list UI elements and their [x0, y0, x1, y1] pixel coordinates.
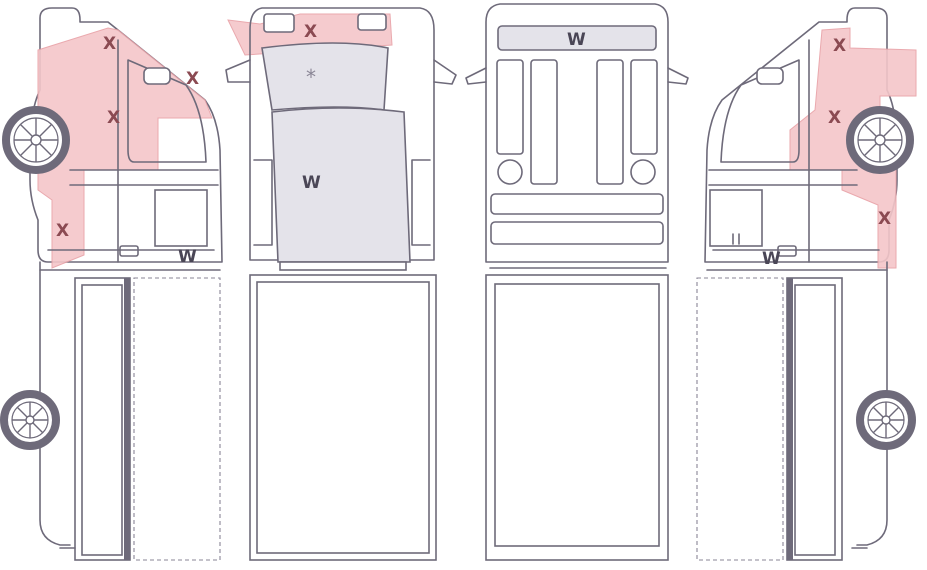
right-x-mark-door: X	[828, 108, 841, 128]
front-bumper-lower	[490, 221, 664, 245]
top-star-mark: *	[306, 65, 316, 89]
right-w-mark: W	[762, 249, 781, 269]
left-x-mark-door: X	[107, 108, 120, 128]
left-door-window	[127, 59, 207, 163]
top-view: X * W	[225, 7, 457, 561]
right-step-panel	[709, 189, 763, 247]
right-chassis-outline	[856, 261, 888, 546]
left-handle	[119, 245, 139, 257]
right-box-inner-panel	[794, 284, 836, 556]
front-left-mirror	[465, 67, 487, 85]
front-box-inner	[494, 283, 660, 547]
left-box-side-dashed	[133, 277, 221, 561]
front-grille-right-outer	[630, 59, 658, 155]
right-door-window	[720, 59, 800, 163]
top-right-light	[357, 13, 387, 31]
front-cab-outline	[485, 3, 669, 263]
left-box-post	[124, 278, 130, 560]
front-right-headlight	[630, 159, 656, 185]
top-cab-outline	[249, 7, 435, 261]
right-front-wheel	[846, 106, 914, 174]
front-bumper-upper	[490, 193, 664, 215]
left-mirror	[143, 67, 171, 85]
left-x-mark-pillar: X	[186, 69, 199, 89]
front-windshield-strip	[497, 25, 657, 51]
left-step-panel	[154, 189, 208, 247]
top-left-side-panel	[253, 159, 273, 246]
front-right-mirror	[667, 67, 689, 85]
front-grille-right-inner	[596, 59, 624, 185]
right-fuel-cap	[732, 233, 740, 245]
right-box-post	[787, 278, 793, 560]
left-x-mark-lower: X	[56, 221, 69, 241]
left-front-wheel	[2, 106, 70, 174]
left-rear-wheel	[0, 390, 60, 450]
top-left-mirror	[225, 59, 251, 83]
front-left-headlight	[497, 159, 523, 185]
left-x-mark-roof: X	[103, 34, 116, 54]
left-w-mark: W	[178, 247, 197, 267]
right-x-mark-lower: X	[878, 209, 891, 229]
front-view: W	[465, 3, 689, 561]
top-right-side-panel	[411, 159, 431, 246]
right-side-view: X X X W	[696, 7, 917, 561]
top-x-mark: X	[304, 22, 317, 42]
top-w-mark: W	[302, 173, 321, 193]
front-w-mark: W	[567, 30, 586, 50]
right-rear-wheel	[856, 390, 916, 450]
top-right-mirror	[433, 59, 457, 85]
top-left-light	[263, 13, 295, 33]
right-mirror	[756, 67, 784, 85]
left-chassis-outline	[39, 261, 71, 546]
top-cab-rear-bar	[279, 261, 407, 271]
right-box-side-dashed	[696, 277, 784, 561]
right-handle	[777, 245, 797, 257]
front-grille-left-outer	[496, 59, 524, 155]
left-box-inner-panel	[81, 284, 123, 556]
top-hood-panel	[271, 107, 411, 263]
front-grille-left-inner	[530, 59, 558, 185]
right-x-mark-roof: X	[833, 36, 846, 56]
top-roof-panel	[261, 42, 389, 111]
top-box-inner	[256, 281, 430, 554]
left-side-view: X X X X W	[0, 7, 223, 561]
